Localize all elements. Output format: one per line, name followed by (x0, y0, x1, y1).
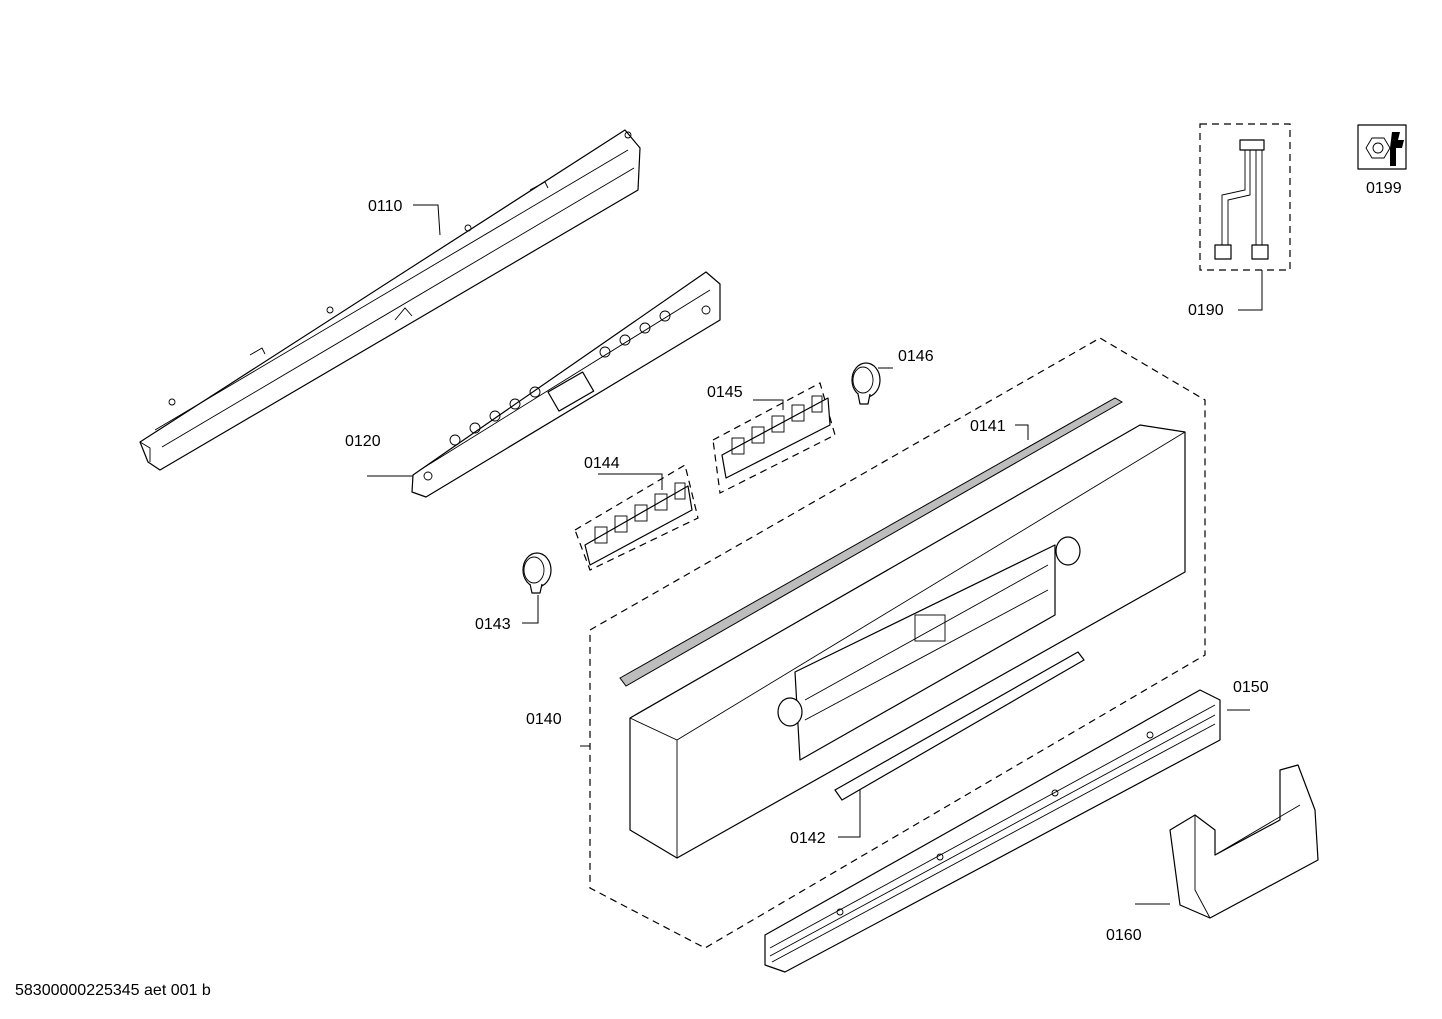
label-0150: 0150 (1233, 679, 1269, 696)
label-0143: 0143 (475, 616, 511, 633)
label-0140: 0140 (526, 711, 562, 728)
group-0140-outline (589, 337, 1206, 949)
leader-lines (367, 204, 1263, 905)
part-0190-wiring-harness (1199, 123, 1291, 271)
label-0146: 0146 (898, 348, 934, 365)
label-0110: 0110 (368, 198, 403, 215)
part-0141-seal-strip (619, 397, 1124, 687)
part-0142-trim-strip (834, 651, 1085, 801)
label-0145: 0145 (707, 384, 743, 401)
part-0120-control-board (411, 271, 721, 498)
part-0143-knob (522, 552, 552, 594)
part-0150-bottom-trim (764, 689, 1221, 973)
part-0146-knob (851, 362, 881, 405)
part-0110-mounting-rail (139, 129, 641, 471)
label-0141: 0141 (970, 418, 1006, 435)
label-0144: 0144 (584, 455, 620, 472)
label-0142: 0142 (790, 830, 826, 847)
label-0199: 0199 (1366, 180, 1402, 197)
label-0190: 0190 (1188, 302, 1224, 319)
part-0145-button-module (712, 382, 836, 494)
document-id: 58300000225345 aet 001 b (15, 982, 211, 999)
label-0120: 0120 (345, 433, 381, 450)
callout-labels: 0110 0120 0140 0141 0142 0143 0144 0145 … (345, 180, 1402, 944)
label-0160: 0160 (1106, 927, 1142, 944)
wrench-nut-icon (1357, 124, 1407, 170)
part-0140-fascia-panel (629, 424, 1186, 859)
part-0144-button-module (574, 464, 699, 571)
part-0160-bracket (1169, 764, 1319, 919)
